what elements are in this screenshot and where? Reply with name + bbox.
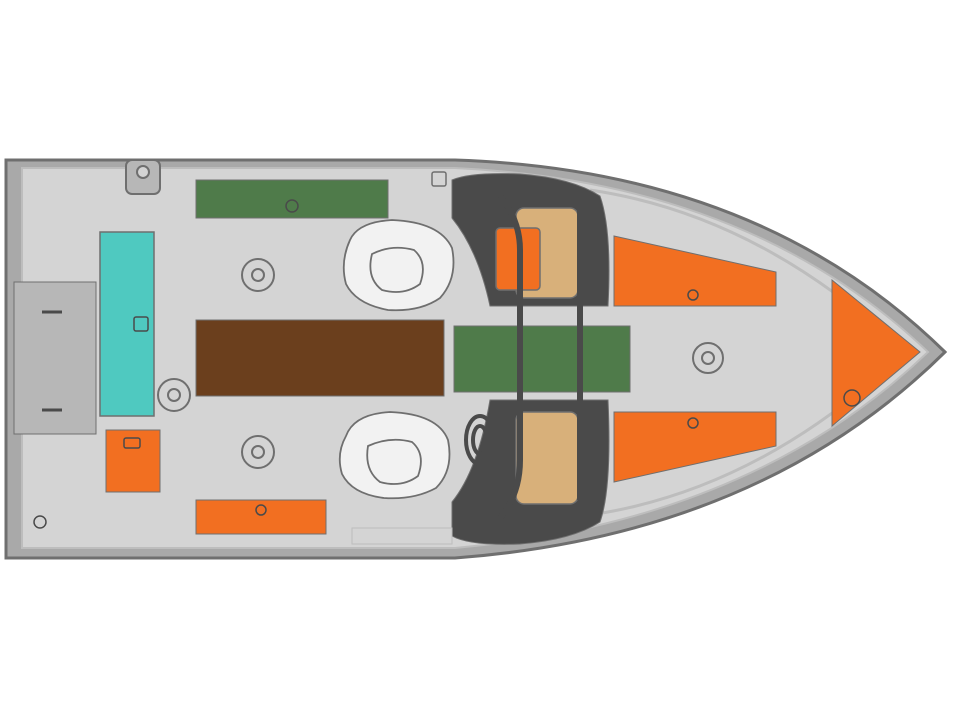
console-seat-pad-bottom[interactable] bbox=[515, 411, 579, 505]
hatch-handle-icon bbox=[687, 417, 699, 429]
drain-plug-icon bbox=[33, 515, 47, 529]
hatch-handle-icon bbox=[843, 389, 861, 407]
pedestal-base-icon bbox=[692, 342, 724, 374]
pedestal-base-icon bbox=[241, 435, 275, 469]
casting-deck-panel[interactable] bbox=[195, 319, 445, 397]
rear-seat-top[interactable] bbox=[342, 219, 455, 312]
hatch-handle-icon bbox=[123, 437, 141, 449]
cleat-icon bbox=[125, 159, 161, 195]
center-walkway bbox=[453, 325, 631, 393]
steering-wheel-icon[interactable] bbox=[464, 414, 496, 466]
step-plate bbox=[351, 527, 453, 545]
hatch-handle-icon bbox=[255, 504, 267, 516]
bow-storage-hatch-bottom[interactable] bbox=[613, 411, 777, 483]
rear-seat-bottom[interactable] bbox=[338, 411, 451, 500]
gunwale-tab-icon bbox=[431, 171, 447, 187]
pedestal-base-icon bbox=[157, 378, 191, 412]
windshield-rail bbox=[497, 194, 523, 520]
hatch-handle-icon bbox=[687, 289, 699, 301]
pedestal-base-icon bbox=[241, 258, 275, 292]
hatch-handle-icon bbox=[285, 199, 299, 213]
bow-storage-hatch-top[interactable] bbox=[613, 235, 777, 307]
hatch-handle-icon bbox=[133, 316, 149, 332]
